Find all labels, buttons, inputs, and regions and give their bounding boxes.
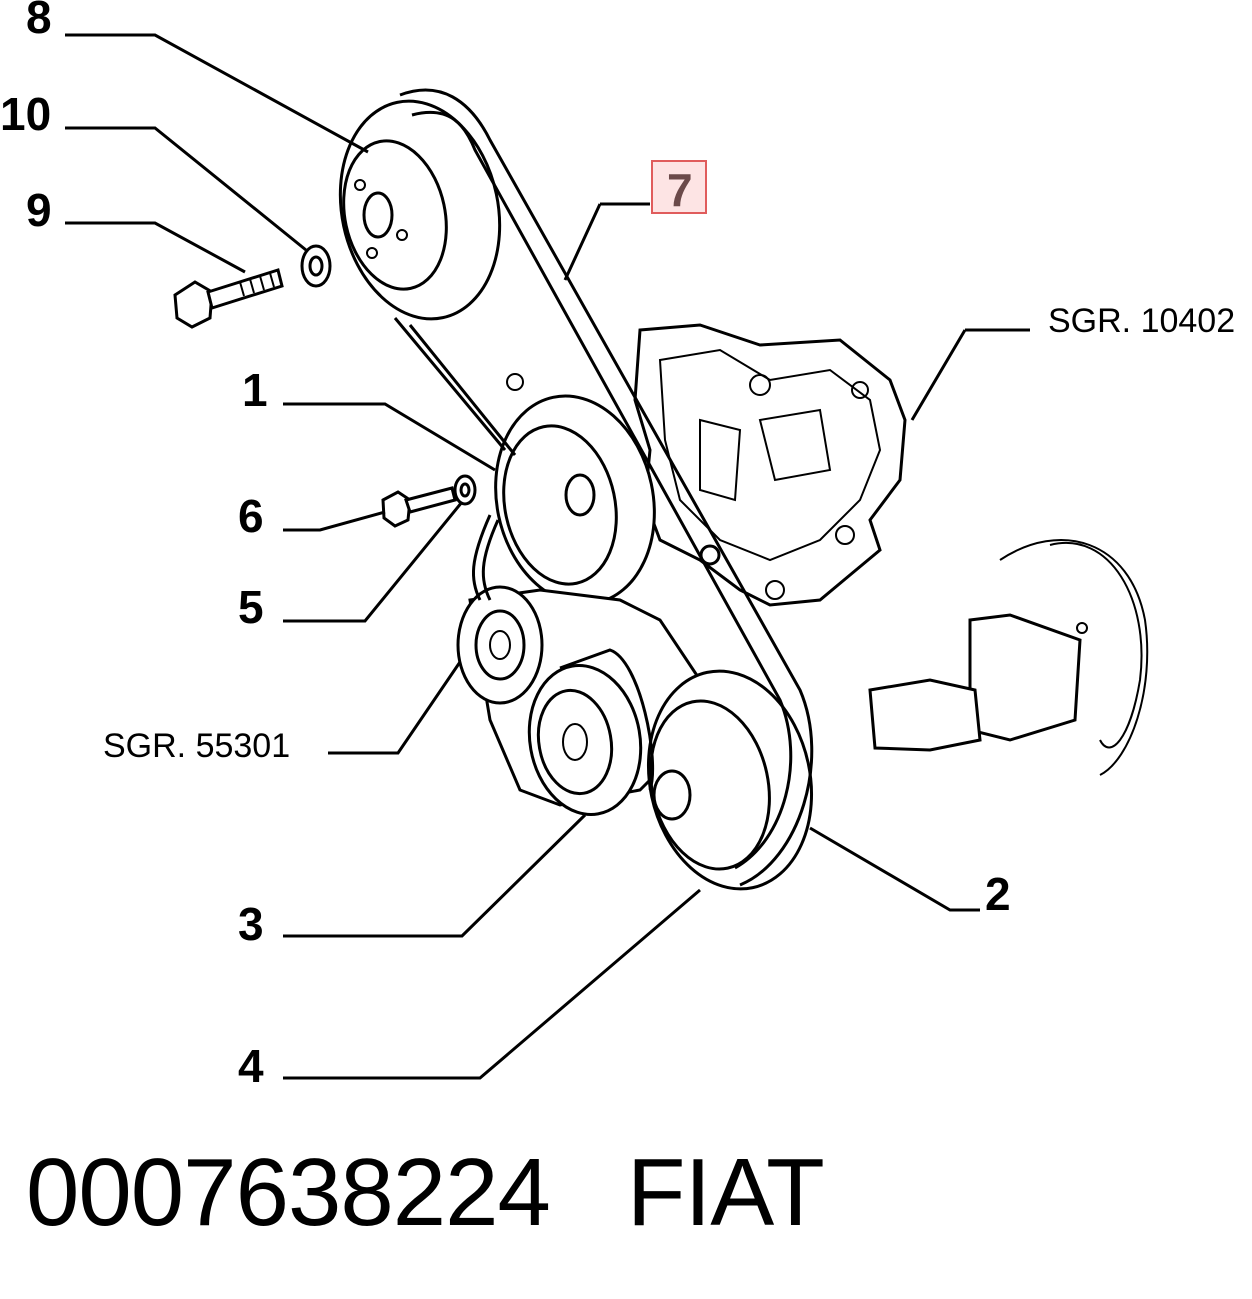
callout-3: 3	[238, 898, 264, 950]
callout-10: 10	[0, 88, 51, 140]
callout-labels: 8 10 9 7 SGR. 10402 1 6 5 SGR. 55301 2 3…	[0, 0, 1235, 1092]
bolt-6	[381, 486, 457, 528]
tensioner-pulley-3	[527, 664, 643, 816]
water-pump-housing	[633, 323, 907, 607]
brand-name: FIAT	[626, 1139, 825, 1246]
washer-5	[453, 474, 477, 506]
callout-6: 6	[238, 490, 264, 542]
upper-pulley	[338, 99, 502, 321]
drive-belt-7	[393, 88, 814, 887]
callout-4: 4	[238, 1040, 264, 1092]
washer-10	[300, 244, 332, 288]
bolt-9	[173, 268, 284, 329]
callout-9: 9	[26, 184, 52, 236]
leader-lines	[65, 33, 1030, 1080]
ref-alternator: SGR. 55301	[103, 727, 290, 765]
callout-5: 5	[238, 581, 264, 633]
parts-drawing	[173, 88, 1149, 891]
callout-1: 1	[242, 364, 268, 416]
crankshaft-end	[868, 539, 1149, 776]
callout-8: 8	[26, 0, 52, 43]
callout-7-highlight-box	[651, 160, 707, 214]
callout-7: 7	[667, 164, 693, 216]
callout-2: 2	[985, 868, 1011, 920]
part-number: 0007638224	[26, 1139, 551, 1246]
ref-water-pump: SGR. 10402	[1048, 302, 1235, 340]
part-footer: 0007638224 FIAT	[26, 1138, 825, 1248]
